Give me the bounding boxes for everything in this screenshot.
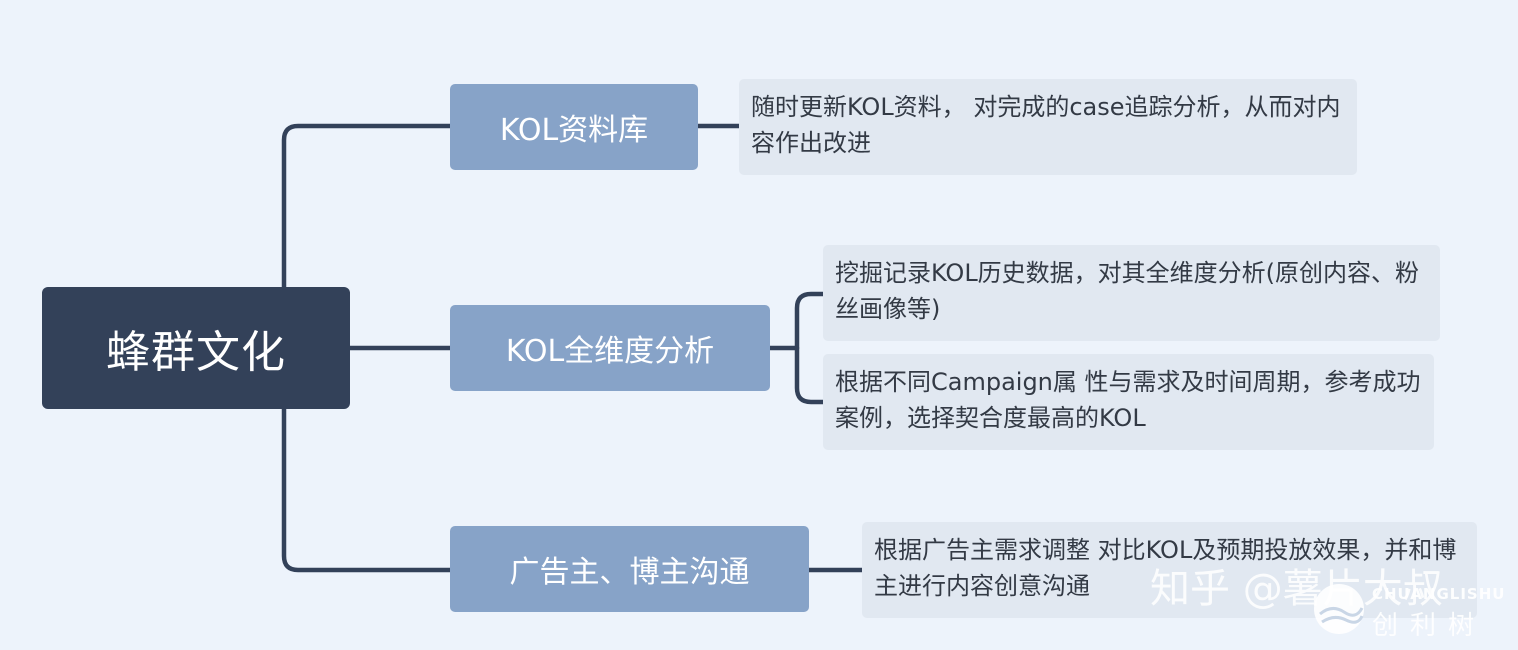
connector-root-branch-1 xyxy=(281,123,453,290)
connector-root-branch-3 xyxy=(281,406,453,573)
leaf-kol-database-detail: 随时更新KOL资料， 对完成的case追踪分析，从而对内容作出改进 xyxy=(739,79,1357,175)
leaf-text: 随时更新KOL资料， 对完成的case追踪分析，从而对内容作出改进 xyxy=(751,93,1341,157)
leaf-text: 挖掘记录KOL历史数据，对其全维度分析(原创内容、粉丝画像等) xyxy=(835,259,1420,323)
leaf-kol-selection-detail: 根据不同Campaign属 性与需求及时间周期，参考成功案例，选择契合度最高的K… xyxy=(823,354,1434,450)
root-topic: 蜂群文化 xyxy=(42,287,350,409)
leaf-text: 根据不同Campaign属 性与需求及时间周期，参考成功案例，选择契合度最高的K… xyxy=(835,368,1421,432)
chuanglishu-logo-icon xyxy=(1314,584,1364,634)
branch-kol-database: KOL资料库 xyxy=(450,84,698,170)
branch-label: KOL资料库 xyxy=(499,113,649,148)
leaf-text: 根据广告主需求调整 对比KOL及预期投放效果，并和博主进行内容创意沟通 xyxy=(874,536,1457,600)
leaf-communication-detail: 根据广告主需求调整 对比KOL及预期投放效果，并和博主进行内容创意沟通 xyxy=(862,522,1477,618)
branch-kol-analysis: KOL全维度分析 xyxy=(450,305,770,391)
branch-label: 广告主、博主沟通 xyxy=(509,555,750,590)
leaf-kol-history-detail: 挖掘记录KOL历史数据，对其全维度分析(原创内容、粉丝画像等) xyxy=(823,245,1440,341)
connector-branch-2-leaf-a xyxy=(794,291,826,405)
root-topic-label: 蜂群文化 xyxy=(106,327,286,378)
watermark-brand: CHUANGLISHU 创利树 xyxy=(1372,585,1505,642)
watermark-brand-en: CHUANGLISHU xyxy=(1372,585,1506,603)
branch-label: KOL全维度分析 xyxy=(505,334,715,369)
watermark-logo xyxy=(1312,582,1366,636)
watermark-zhihu: 知乎 @薯片大叔 xyxy=(1150,556,1443,614)
watermark-brand-cn: 创利树 xyxy=(1372,611,1487,641)
watermark-site: 知乎 @薯片大叔 xyxy=(1150,566,1443,612)
branch-advertiser-communication: 广告主、博主沟通 xyxy=(450,526,809,612)
